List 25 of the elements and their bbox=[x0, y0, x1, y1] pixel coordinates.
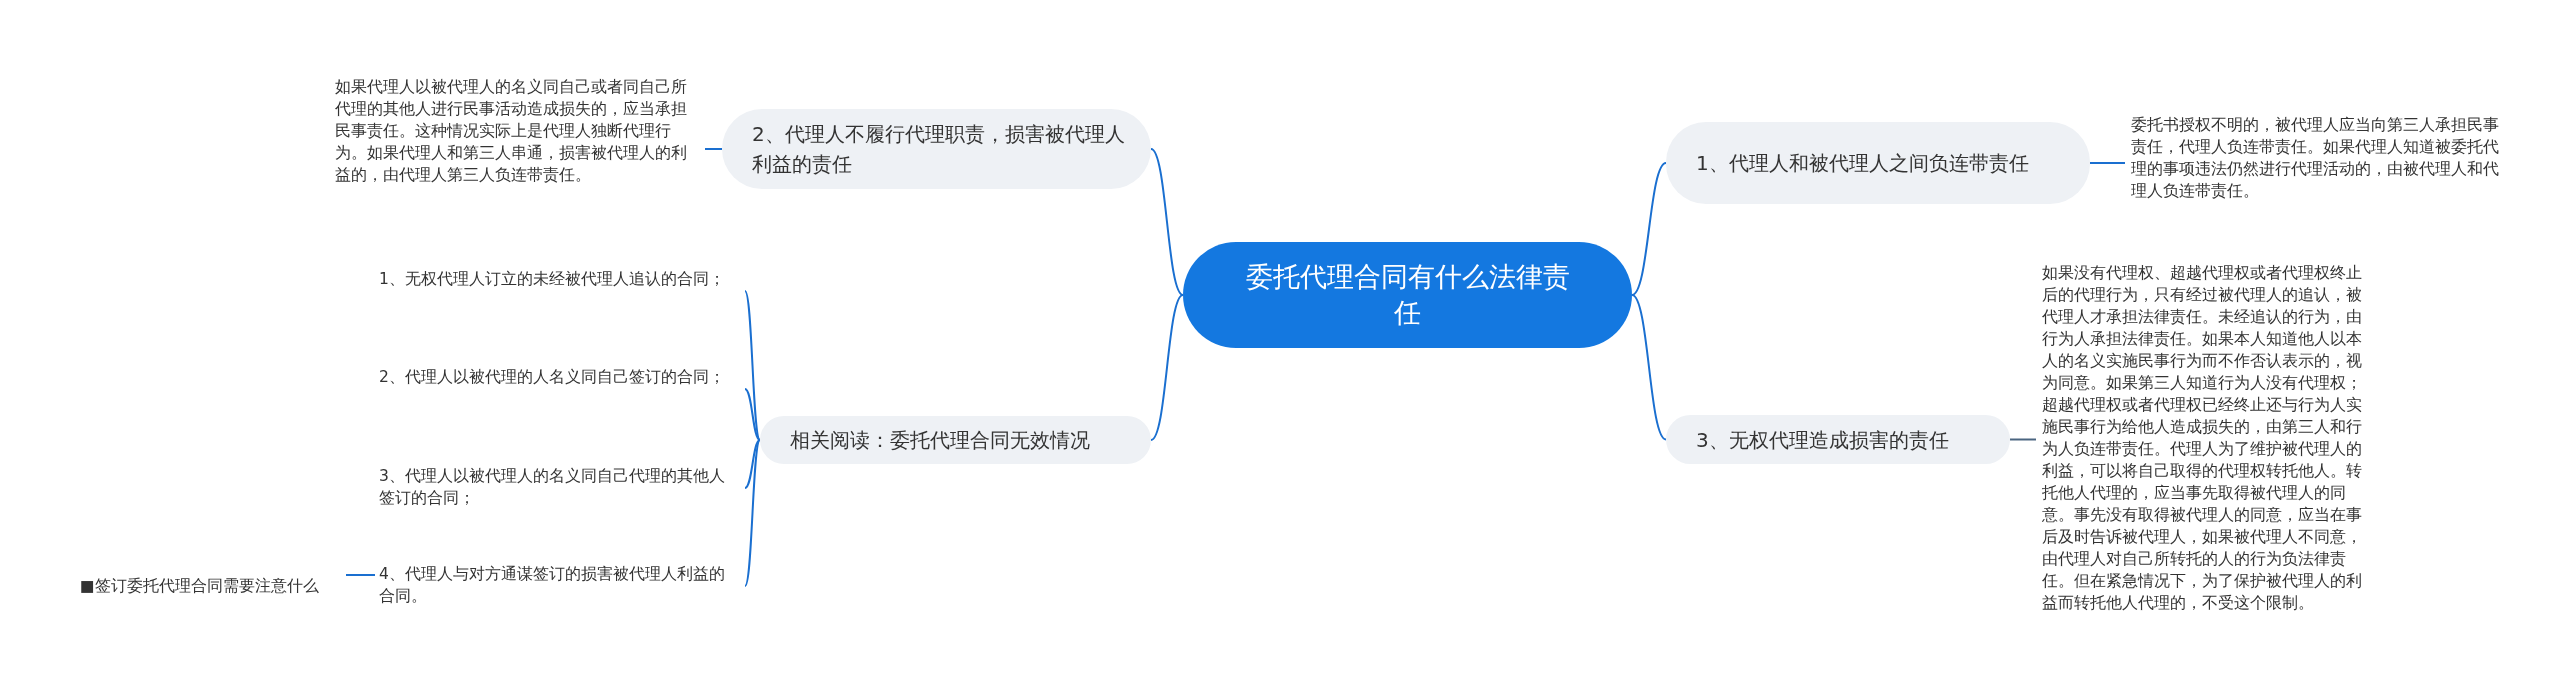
note-text: 如果没有代理权、超越代理权或者代理权终止后的代理行为，只有经过被代理人的追认，被代理人才承担法律责任。未经追认的行为，由行为人承担法律责任。如果本人知道他人以本人的名义实施民事行为而不作否认表示的，视为同意。如果第三人知道行为人没有代理权；超越代理权或者代理权已经终止还与行为人实施民事行为给他人造成损失的，由第三人和行为人负连带责任。代理人为了维护被代理人的利益，可以将自己取得的代理权转托他人。转托他人代理的，应当事先取得被代理人的同意。事先没有取得被代理人的同意，应当在事后及时告诉被代理人，如果被代理人不同意，由代理人对自己所转托的人的行为负法律责任。但在紧急情况下，为了保护被代理人的利益而转托他人代理的，不受这个限制。 bbox=[2042, 262, 2377, 618]
list-item: 4、代理人与对方通谋签订的损害被代理人利益的合同。 bbox=[379, 563, 739, 609]
connector-line bbox=[704, 148, 723, 150]
connector-line bbox=[744, 439, 761, 489]
topic-box: 3、无权代理造成损害的责任 bbox=[1666, 415, 2010, 464]
note-text: 委托书授权不明的，被代理人应当向第三人承担民事责任，代理人负连带责任。如果代理人知道被委托代理的事项违法仍然进行代理活动的，由被代理人和代理人负连带责任。 bbox=[2131, 114, 2506, 214]
connector-line bbox=[744, 290, 761, 441]
connector-line bbox=[1150, 294, 1184, 441]
list-item: 3、代理人以被代理人的名义同自己代理的其他人签订的合同； bbox=[379, 465, 739, 511]
connector-line bbox=[1631, 162, 1667, 296]
connector-line bbox=[2089, 162, 2126, 164]
connector-line bbox=[345, 574, 376, 576]
note-text: 如果代理人以被代理人的名义同自己或者同自己所代理的其他人进行民事活动造成损失的，应当承担民事责任。这种情况实际上是代理人独断代理行为。如果代理人和第三人串通，损害被代理人的利益的，由代理人第三人负连带责任。 bbox=[335, 76, 699, 220]
connector-line bbox=[744, 439, 761, 587]
list-item: 2、代理人以被代理的人名义同自己签订的合同； bbox=[379, 366, 739, 412]
connector-line bbox=[2009, 438, 2037, 441]
connector-line bbox=[1150, 148, 1184, 296]
list-item: 1、无权代理人订立的未经被代理人追认的合同； bbox=[379, 268, 739, 314]
topic-box: 1、代理人和被代理人之间负连带责任 bbox=[1666, 122, 2090, 204]
connector-line bbox=[744, 388, 761, 441]
central-topic: 委托代理合同有什么法律责任 bbox=[1183, 242, 1632, 348]
topic-box: 相关阅读：委托代理合同无效情况 bbox=[760, 416, 1151, 464]
topic-box: 2、代理人不履行代理职责，损害被代理人利益的责任 bbox=[722, 109, 1151, 189]
note-text: ■签订委托代理合同需要注意什么 bbox=[80, 575, 342, 599]
connector-line bbox=[1631, 294, 1667, 441]
